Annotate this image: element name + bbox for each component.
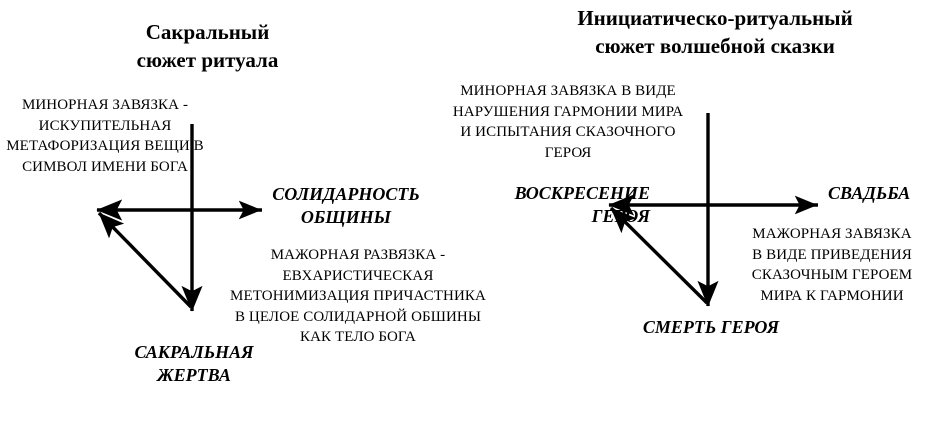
ritual-solidarity-axis-label: СОЛИДАРНОСТЬ ОБЩИНЫ (272, 184, 420, 227)
fairytale-death-axis-label: СМЕРТЬ ГЕРОЯ (642, 317, 780, 337)
fairytale-resurrection-axis-label: ВОСКРЕСЕНИЕ ГЕРОЯ (514, 183, 650, 226)
ritual-diagonal-arrow (97, 211, 193, 309)
ritual-minor-knot-note: МИНОРНАЯ ЗАВЯЗКА - ИСКУПИТЕЛЬНАЯ МЕТАФОР… (6, 97, 204, 175)
fairytale-minor-knot-note: МИНОРНАЯ ЗАВЯЗКА В ВИДЕ НАРУШЕНИЯ ГАРМОН… (452, 83, 684, 161)
fairytale-major-knot-note: МАЖОРНАЯ ЗАВЯЗКА В ВИДЕ ПРИВЕДЕНИЯ СКАЗО… (751, 226, 913, 304)
ritual-panel-title: Сакральный сюжет ритуала (136, 20, 279, 72)
ritual-sacrifice-axis-label: САКРАЛЬНАЯ ЖЕРТВА (134, 342, 254, 385)
ritual-major-resolution-note: МАЖОРНАЯ РАЗВЯЗКА - ЕВХАРИСТИЧЕСКАЯ МЕТО… (230, 247, 486, 345)
fairytale-panel-title: Инициатическо-ритуальный сюжет волшебной… (577, 6, 853, 58)
fairytale-wedding-axis-label: СВАДЬБА (828, 183, 911, 203)
